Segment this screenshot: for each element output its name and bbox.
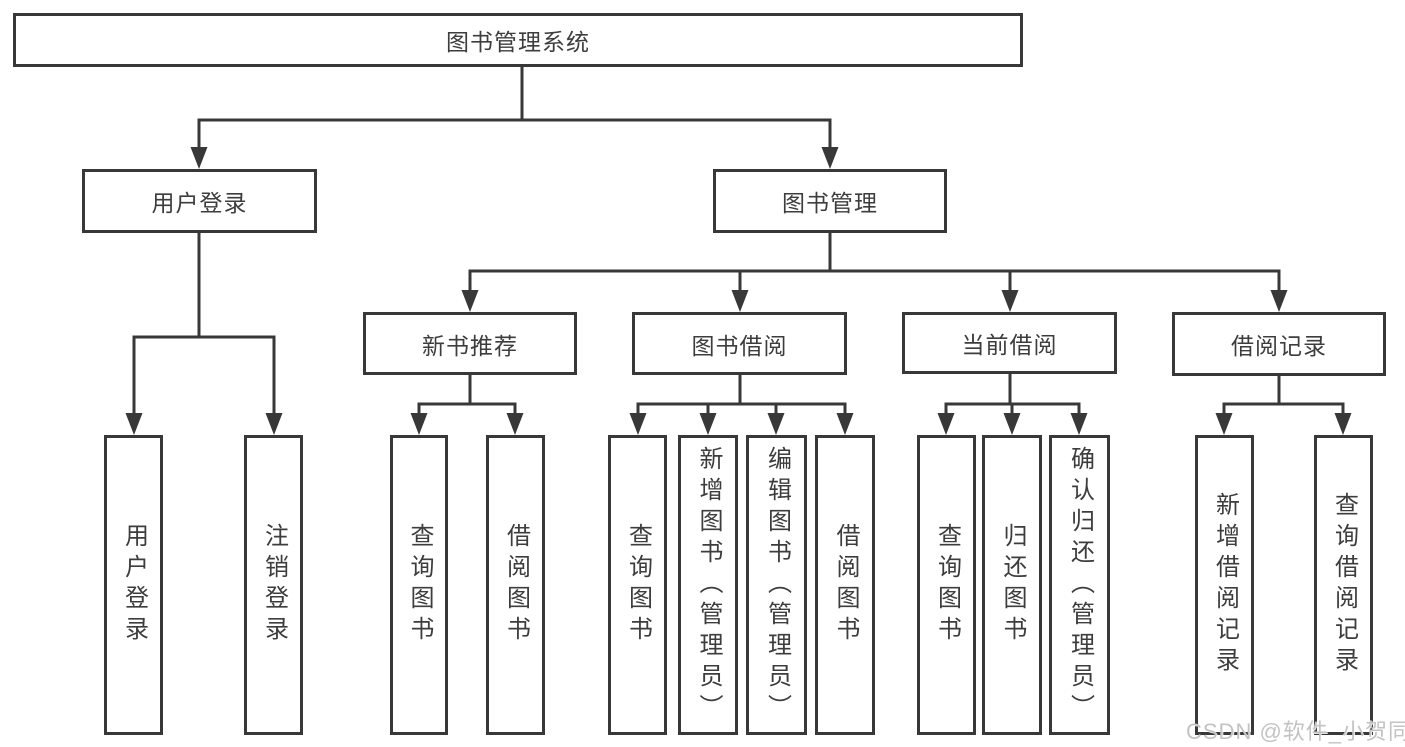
arrowhead-icon [125, 413, 143, 435]
arrowhead-icon [506, 413, 524, 435]
connector-book-borrowing [636, 373, 847, 418]
leaf-query-books-borrowing: 查询图书 [608, 435, 667, 735]
arrowhead-icon [1270, 290, 1288, 312]
arrowhead-icon [821, 147, 839, 169]
arrowhead-icon [937, 413, 955, 435]
node-new-book-recommend: 新书推荐 [363, 312, 577, 375]
leaf-add-borrow-record: 新增借阅记录 [1195, 435, 1254, 735]
arrowhead-icon [1001, 290, 1019, 312]
arrowhead-icon [767, 413, 785, 435]
leaf-add-book-admin: 新增图书（管理员） [678, 435, 738, 735]
connector-borrowing-records [1222, 374, 1345, 418]
node-book-borrowing: 图书借阅 [632, 312, 847, 375]
leaf-query-books-recommend: 查询图书 [390, 435, 448, 735]
arrowhead-icon [410, 413, 428, 435]
leaf-borrow-books-recommend: 借阅图书 [486, 435, 545, 735]
arrowhead-icon [461, 290, 479, 312]
connector-book-management [468, 231, 1281, 295]
leaf-user-login: 用户登录 [104, 435, 163, 735]
connector-new-book-recommend [417, 373, 517, 418]
leaf-query-books-current: 查询图书 [917, 435, 976, 735]
arrowhead-icon [1334, 413, 1352, 435]
leaf-query-borrow-record: 查询借阅记录 [1314, 435, 1373, 735]
arrowhead-icon [836, 413, 854, 435]
arrowhead-icon [1215, 413, 1233, 435]
arrowhead-icon [1003, 413, 1021, 435]
leaf-return-books: 归还图书 [982, 435, 1042, 735]
leaf-confirm-return-admin: 确认归还（管理员） [1049, 435, 1110, 735]
arrowhead-icon [1070, 413, 1088, 435]
node-user-login-branch: 用户登录 [82, 169, 317, 233]
connector-root [197, 66, 832, 150]
node-current-borrowing: 当前借阅 [902, 312, 1117, 374]
connector-user-login [132, 231, 276, 418]
arrowhead-icon [265, 413, 283, 435]
leaf-borrow-books-borrowing: 借阅图书 [815, 435, 875, 735]
leaf-logout: 注销登录 [244, 435, 303, 735]
node-borrowing-records: 借阅记录 [1172, 312, 1386, 376]
node-library-management-system: 图书管理系统 [13, 13, 1023, 67]
csdn-watermark: CSDN @软件_小贺同学 [1186, 719, 1405, 744]
arrowhead-icon [699, 413, 717, 435]
arrowhead-icon [731, 290, 749, 312]
connector-current-borrowing [944, 372, 1081, 418]
arrowhead-icon [190, 147, 208, 169]
node-book-management-branch: 图书管理 [713, 169, 947, 233]
arrowhead-icon [629, 413, 647, 435]
leaf-edit-book-admin: 编辑图书（管理员） [746, 435, 807, 735]
